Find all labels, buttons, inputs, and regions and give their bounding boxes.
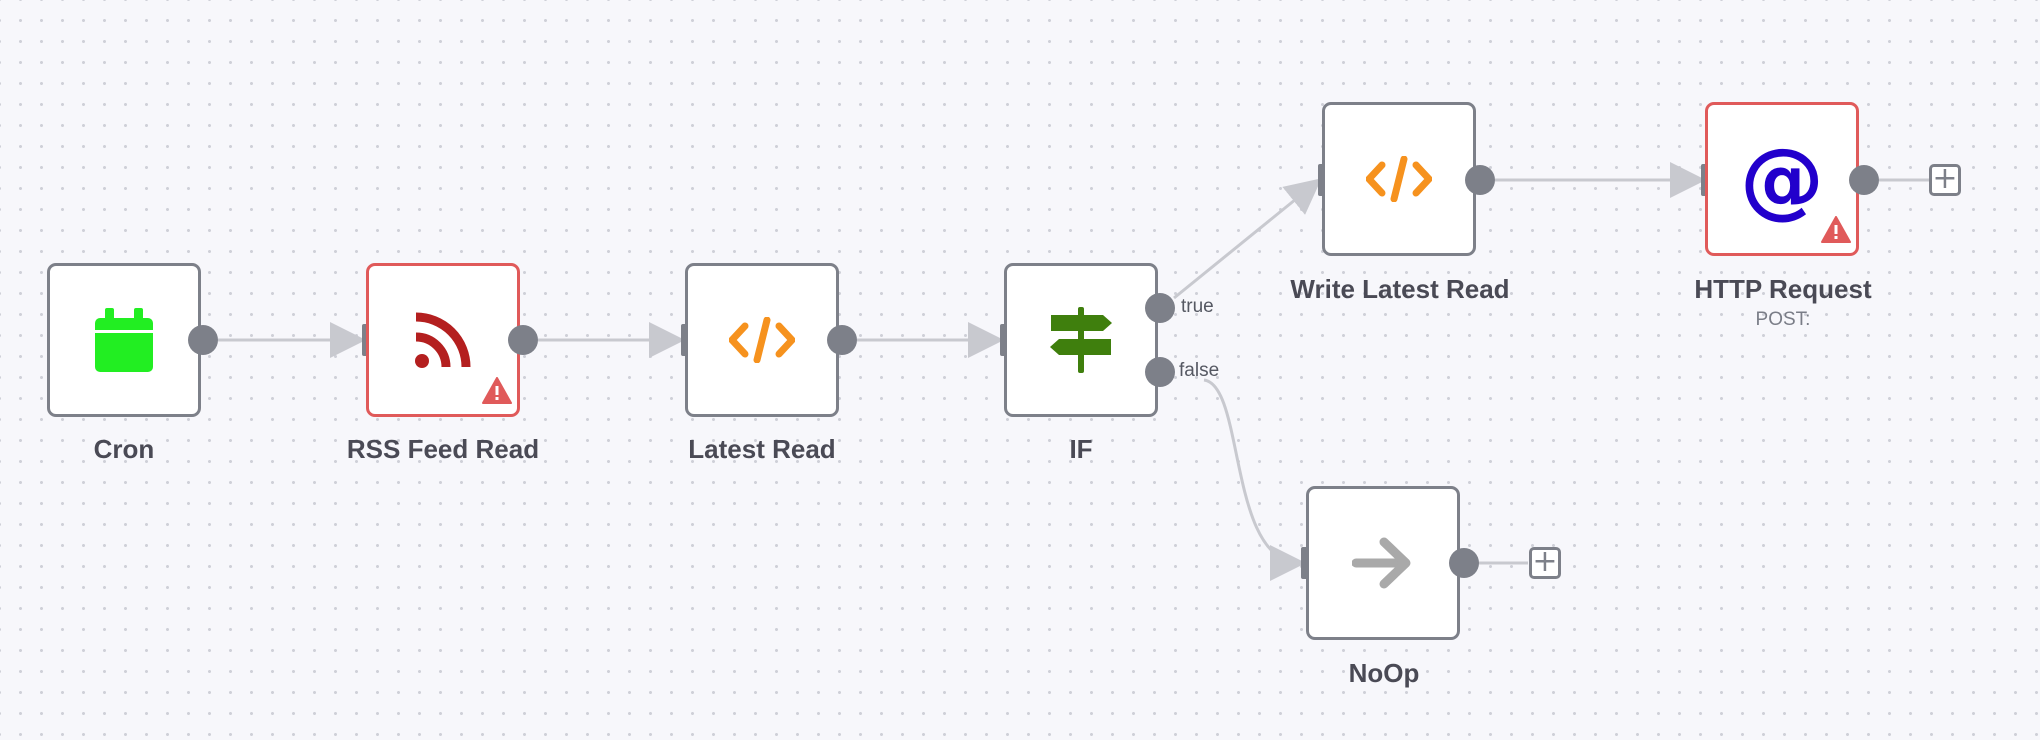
node-write-latest-read-output[interactable] <box>1465 165 1495 195</box>
node-if-output-true[interactable] <box>1145 293 1175 323</box>
node-noop-output[interactable] <box>1449 548 1479 578</box>
arrow-right-icon <box>1352 536 1414 590</box>
node-if-label: IF <box>1069 434 1093 464</box>
node-latest-read-output[interactable] <box>827 325 857 355</box>
add-node-button[interactable]: + <box>1929 164 1961 196</box>
node-noop-label: NoOp <box>1348 658 1420 688</box>
node-http-request-label: HTTP Request <box>1694 274 1872 304</box>
warning-icon <box>482 377 512 409</box>
node-latest-read[interactable] <box>685 263 839 417</box>
warning-icon <box>1821 216 1851 248</box>
node-write-latest-read[interactable] <box>1322 102 1476 256</box>
connection-if-true-write[interactable] <box>1173 178 1322 300</box>
node-rss-feed-read[interactable] <box>366 263 520 417</box>
code-icon <box>729 317 795 363</box>
node-if-output-false[interactable] <box>1145 357 1175 387</box>
node-noop[interactable] <box>1306 486 1460 640</box>
node-cron[interactable] <box>47 263 201 417</box>
calendar-icon <box>95 308 153 372</box>
signpost-icon <box>1049 307 1113 373</box>
node-rss-label: RSS Feed Read <box>346 434 540 464</box>
node-rss-output[interactable] <box>508 325 538 355</box>
code-icon <box>1366 156 1432 202</box>
node-write-latest-read-label: Write Latest Read <box>1290 274 1510 304</box>
node-http-request-subtitle: POST: <box>1755 309 1811 330</box>
node-latest-read-label: Latest Read <box>688 434 836 464</box>
node-if[interactable] <box>1004 263 1158 417</box>
at-icon: @ <box>1740 130 1824 228</box>
add-node-button[interactable]: + <box>1529 547 1561 579</box>
node-if-output-false-label: false <box>1179 360 1220 381</box>
node-if-output-true-label: true <box>1181 296 1214 317</box>
rss-icon <box>414 311 472 369</box>
node-cron-label: Cron <box>93 434 155 464</box>
node-http-request-output[interactable] <box>1849 165 1879 195</box>
connection-if-false-noop[interactable] <box>1203 378 1306 581</box>
node-http-request[interactable]: @ <box>1705 102 1859 256</box>
node-cron-output[interactable] <box>188 325 218 355</box>
